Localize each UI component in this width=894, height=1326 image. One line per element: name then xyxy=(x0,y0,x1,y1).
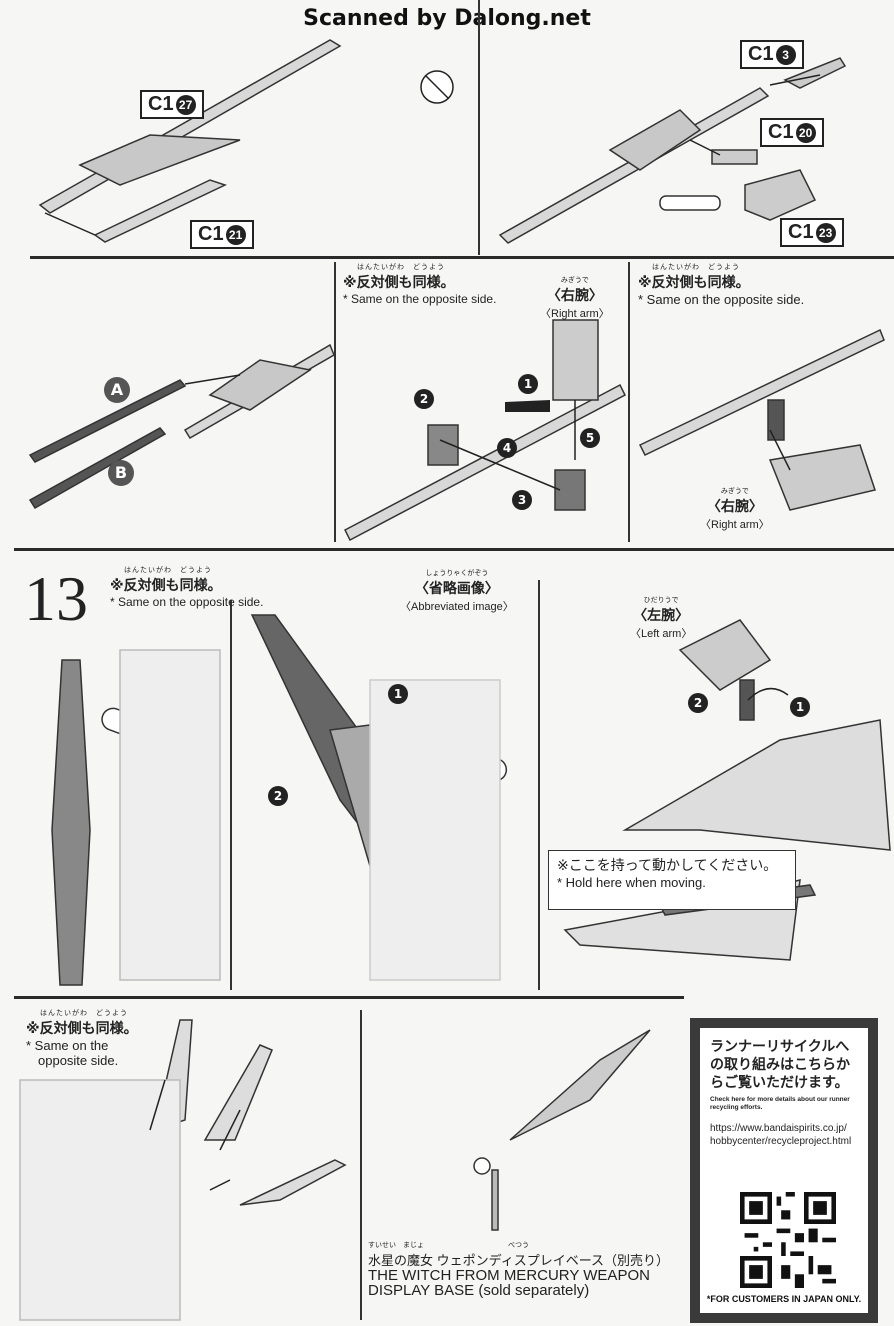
abbrev-jp: 〈省略画像〉 xyxy=(414,581,499,597)
note-opposite-side: はんたいがわ どうよう ※反対側も同様。 * Same on the oppos… xyxy=(343,262,496,306)
arm-jp: 〈右腕〉 xyxy=(706,499,763,515)
ruby: みぎうで xyxy=(720,487,749,495)
arm-jp: 〈右腕〉 xyxy=(546,288,603,304)
arm-en: 〈Right arm〉 xyxy=(700,519,770,531)
display-base-caption: すいせい まじょ べつう 水星の魔女 ウェポンディスプレイベース（別売り） TH… xyxy=(368,1238,669,1298)
ruby: しょうりゃくがぞう xyxy=(425,569,489,577)
hold-en: * Hold here when moving. xyxy=(557,875,706,890)
substep-1: 1 xyxy=(388,684,408,704)
left-arm-label: ひだりうで 〈左腕〉 〈Left arm〉 xyxy=(630,595,692,641)
divider xyxy=(360,1010,362,1320)
hold-here-callout: ※ここを持って動かしてください。 * Hold here when moving… xyxy=(548,850,796,910)
ruby: ひだりうで xyxy=(643,596,679,604)
note-en: * Same on the opposite side. xyxy=(638,292,805,307)
part-number: 3 xyxy=(775,44,796,65)
part-b-label: B xyxy=(108,460,134,486)
substep-1: 1 xyxy=(790,697,810,717)
note-opposite-side: はんたいがわ どうよう ※反対側も同様。 * Same on the oppos… xyxy=(26,1008,138,1068)
part-a-label: A xyxy=(104,377,130,403)
display-base-en: THE WITCH FROM MERCURY WEAPON xyxy=(368,1267,650,1284)
right-arm-label: みぎうで 〈右腕〉 〈Right arm〉 xyxy=(700,486,770,532)
divider xyxy=(628,262,630,542)
substep-5: 5 xyxy=(580,428,600,448)
divider xyxy=(478,0,480,255)
part-number: 27 xyxy=(175,94,196,115)
divider xyxy=(230,600,232,990)
ruby: はんたいがわ どうよう xyxy=(124,566,212,574)
step-number: 13 xyxy=(24,563,88,634)
substep-2: 2 xyxy=(268,786,288,806)
part-number: 23 xyxy=(815,222,836,243)
ruby: はんたいがわ どうよう xyxy=(357,263,445,271)
note-en: * Same on the xyxy=(26,1038,109,1053)
ruby: みぎうで xyxy=(560,276,589,284)
ruby: はんたいがわ どうよう xyxy=(652,263,740,271)
recycle-url[interactable]: hobbycenter/recycleproject.html xyxy=(710,1136,852,1147)
note-jp: ※反対側も同様。 xyxy=(110,578,222,594)
recycle-footnote: *FOR CUSTOMERS IN JAPAN ONLY. xyxy=(706,1294,862,1304)
note-jp: ※反対側も同様。 xyxy=(638,275,750,291)
arm-en: 〈Left arm〉 xyxy=(630,628,693,640)
recycle-info-box: ランナーリサイクルへの取り組みはこちらからご覧いただけます。 Check her… xyxy=(690,1018,878,1323)
arm-jp: 〈左腕〉 xyxy=(633,608,690,624)
note-opposite-side: はんたいがわ どうよう ※反対側も同様。 * Same on the oppos… xyxy=(110,565,263,609)
runner-code: C1 xyxy=(198,223,224,245)
right-arm-label: みぎうで 〈右腕〉 〈Right arm〉 xyxy=(540,275,610,321)
divider xyxy=(538,580,540,990)
ruby: すいせい まじょ べつう xyxy=(368,1242,529,1249)
note-opposite-side: はんたいがわ どうよう ※反対側も同様。 * Same on the oppos… xyxy=(638,262,804,307)
substep-3: 3 xyxy=(512,490,532,510)
arm-en: 〈Right arm〉 xyxy=(540,308,610,320)
note-en: opposite side. xyxy=(38,1053,119,1068)
recycle-jp: ランナーリサイクルへの取り組みはこちらからご覧いただけます。 xyxy=(710,1039,850,1091)
divider xyxy=(14,548,894,551)
recycle-url[interactable]: https://www.bandaispirits.co.jp/ xyxy=(710,1123,847,1134)
substep-4: 4 xyxy=(497,438,517,458)
recycle-en: Check here for more details about our ru… xyxy=(710,1096,850,1111)
divider xyxy=(14,996,684,999)
substep-2: 2 xyxy=(414,389,434,409)
substep-2: 2 xyxy=(688,693,708,713)
runner-code: C1 xyxy=(788,221,814,243)
watermark: Scanned by Dalong.net xyxy=(303,6,591,31)
substep-1: 1 xyxy=(518,374,538,394)
runner-code: C1 xyxy=(148,93,174,115)
hold-jp: ※ここを持って動かしてください。 xyxy=(557,858,778,874)
part-number: 20 xyxy=(795,122,816,143)
divider xyxy=(334,262,336,542)
divider xyxy=(30,256,894,259)
note-jp: ※反対側も同様。 xyxy=(343,275,455,291)
abbrev-en: 〈Abbreviated image〉 xyxy=(400,601,514,613)
display-base-en: DISPLAY BASE (sold separately) xyxy=(368,1282,590,1299)
abbreviated-image-label: しょうりゃくがぞう 〈省略画像〉 〈Abbreviated image〉 xyxy=(400,568,514,614)
runner-code: C1 xyxy=(768,121,794,143)
note-jp: ※反対側も同様。 xyxy=(26,1021,138,1037)
display-base-jp: 水星の魔女 ウェポンディスプレイベース（別売り） xyxy=(368,1253,670,1268)
ruby: はんたいがわ どうよう xyxy=(40,1009,128,1017)
note-en: * Same on the opposite side. xyxy=(343,292,497,306)
part-number: 21 xyxy=(225,224,246,245)
runner-code: C1 xyxy=(748,43,774,65)
qr-code[interactable] xyxy=(740,1192,836,1288)
note-en: * Same on the opposite side. xyxy=(110,595,264,609)
